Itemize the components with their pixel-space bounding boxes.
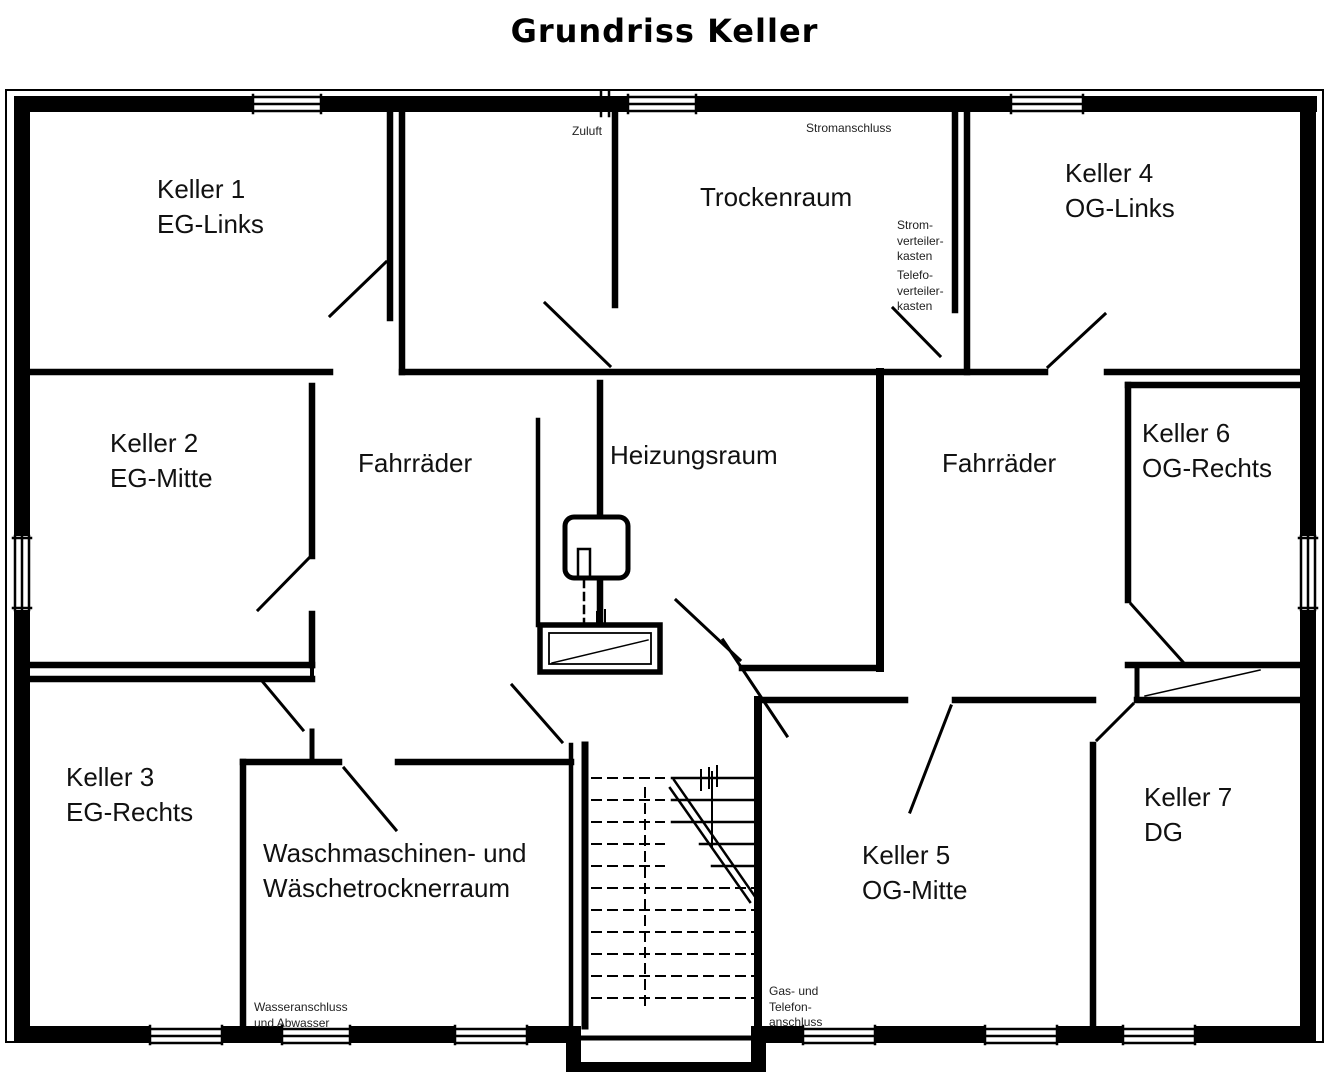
room-floor: EG-Rechts	[66, 797, 194, 827]
annotation-stromverteilerkasten: Strom- verteiler- kasten	[897, 218, 944, 265]
interior-walls	[22, 108, 1308, 1030]
annotation-line: verteiler-	[897, 233, 944, 248]
room-label-fahrraeder-links: Fahrräder	[358, 446, 472, 481]
room-name: Fahrräder	[358, 448, 473, 478]
room-label-keller5: Keller 5 OG-Mitte	[862, 838, 967, 908]
annotation-telefonverteilerkasten: Telefo- verteiler- kasten	[897, 268, 944, 315]
annotation-line: anschluss	[769, 1015, 823, 1029]
room-floor: OG-Mitte	[862, 875, 968, 905]
staircase	[591, 765, 758, 1007]
room-label-keller2: Keller 2 EG-Mitte	[110, 426, 213, 496]
room-name: Keller 1	[157, 174, 246, 204]
annotation-wasseranschluss: Wasseranschluss und Abwasser	[254, 1000, 348, 1031]
room-label-heizungsraum: Heizungsraum	[610, 438, 778, 473]
annotation-line: Telefon-	[769, 999, 812, 1014]
room-name: Heizungsraum	[610, 440, 778, 470]
window-icons-top	[251, 89, 1085, 118]
annotation-line: kasten	[897, 299, 933, 313]
room-label-keller3: Keller 3 EG-Rechts	[66, 760, 193, 830]
page-title: Grundriss Keller	[510, 12, 819, 50]
room-floor: OG-Links	[1065, 193, 1175, 223]
room-name: Keller 3	[66, 762, 155, 792]
tank	[537, 622, 663, 675]
room-label-trockenraum: Trockenraum	[700, 180, 852, 215]
room-label-keller4: Keller 4 OG-Links	[1065, 156, 1175, 226]
window-icon-right	[1297, 534, 1319, 612]
room-name: Keller 5	[862, 840, 951, 870]
room-label-fahrraeder-rechts: Fahrräder	[942, 446, 1056, 481]
room-name: Fahrräder	[942, 448, 1057, 478]
chimney	[562, 514, 631, 637]
room-floor: Wäschetrocknerraum	[263, 873, 511, 903]
room-floor: EG-Links	[157, 209, 264, 239]
annotation-line: verteiler-	[897, 283, 944, 298]
room-name: Trockenraum	[700, 182, 853, 212]
room-name: Keller 2	[110, 428, 199, 458]
room-label-keller7: Keller 7 DG	[1144, 780, 1232, 850]
room-floor: OG-Rechts	[1142, 453, 1273, 483]
room-name: Keller 7	[1144, 782, 1233, 812]
annotation-line: kasten	[897, 249, 933, 263]
annotation-line: Telefo-	[897, 268, 934, 282]
room-name: Keller 6	[1142, 418, 1231, 448]
room-name: Waschmaschinen- und	[263, 838, 527, 868]
annotation-gasanschluss: Gas- und Telefon- anschluss	[769, 984, 822, 1031]
room-label-waschraum: Waschmaschinen- und Wäschetrocknerraum	[263, 836, 527, 906]
room-name: Keller 4	[1065, 158, 1154, 188]
room-label-keller6: Keller 6 OG-Rechts	[1142, 416, 1272, 486]
annotation-line: Gas- und	[769, 984, 819, 998]
annotation-zuluft: Zuluft	[572, 124, 603, 138]
annotation-stromanschluss: Stromanschluss	[806, 121, 892, 135]
room-label-keller1: Keller 1 EG-Links	[157, 172, 264, 242]
window-icon-left	[11, 534, 33, 612]
entrance-protrusion	[566, 1022, 766, 1072]
room-floor: DG	[1144, 817, 1183, 847]
annotation-line: Wasseranschluss	[254, 1000, 348, 1014]
room-floor: EG-Mitte	[110, 463, 213, 493]
annotation-line: Strom-	[897, 218, 933, 232]
annotation-line: und Abwasser	[254, 1015, 330, 1030]
door-swings	[255, 259, 1261, 833]
window-icons-bottom	[148, 1024, 1197, 1046]
vent-mark	[599, 89, 611, 118]
